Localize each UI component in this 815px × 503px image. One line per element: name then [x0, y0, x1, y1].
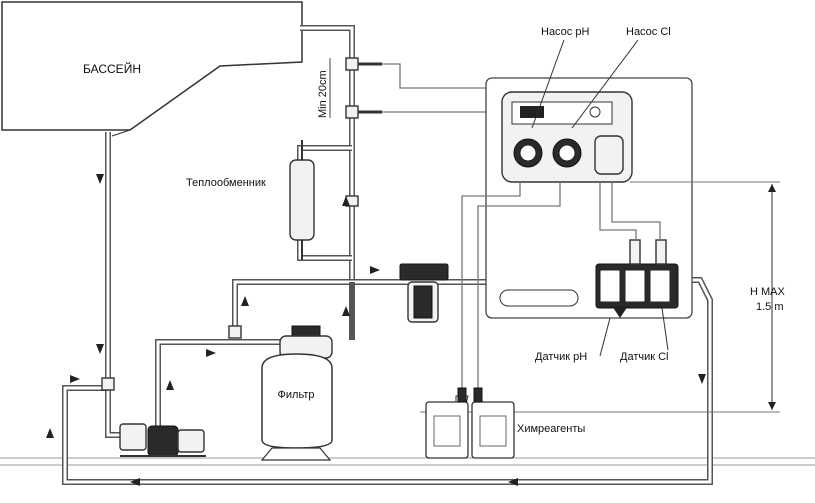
flow-arrows	[46, 174, 706, 486]
sensor-labels: Датчик pH Датчик Cl	[535, 307, 669, 363]
filter-label: Фильтр	[278, 389, 315, 401]
min-height-dimension: Min 20cm	[317, 58, 331, 118]
heat-exchanger-label: Теплообменник	[186, 177, 266, 189]
chemical-canisters: Химреагенты	[425, 387, 585, 459]
pool-label: БАССЕЙН	[83, 61, 141, 76]
valves	[101, 57, 382, 391]
circulation-pump	[119, 423, 206, 457]
flow-arrow-up-1	[46, 428, 54, 438]
flow-arrow-right-3	[370, 266, 380, 274]
inline-filter	[399, 263, 449, 323]
dosing-panel	[461, 77, 693, 396]
sensor-ph-label: Датчик pH	[535, 351, 587, 363]
heat-exchanger: Теплообменник	[186, 140, 315, 260]
flow-arrow-left-1	[508, 478, 518, 486]
flow-arrow-up-3	[241, 296, 249, 306]
flow-arrow-down-1	[96, 174, 104, 184]
flow-arrow-right-2	[206, 349, 216, 357]
hmax-label: H MAX	[750, 286, 786, 298]
flow-arrow-up-5	[342, 306, 350, 316]
flow-arrow-left-2	[130, 478, 140, 486]
chemicals-label: Химреагенты	[517, 423, 585, 435]
ground-line	[0, 457, 815, 466]
flow-arrow-up-2	[166, 380, 174, 390]
hmax-value: 1.5 m	[756, 301, 784, 313]
flow-arrow-down-2	[96, 344, 104, 354]
flow-arrow-up-4	[342, 196, 350, 206]
flow-arrow-down-3	[698, 374, 706, 384]
pump-ph-label: Насос pH	[541, 26, 589, 38]
sand-filter: Фильтр	[260, 325, 333, 461]
pump-labels: Насос pH Насос Cl	[531, 26, 671, 129]
sensor-cl-label: Датчик Cl	[620, 351, 669, 363]
min-height-label: Min 20cm	[317, 70, 329, 118]
pool: БАССЕЙН	[1, 1, 303, 137]
pump-cl-label: Насос Cl	[626, 26, 671, 38]
flow-arrow-right-1	[70, 375, 80, 383]
